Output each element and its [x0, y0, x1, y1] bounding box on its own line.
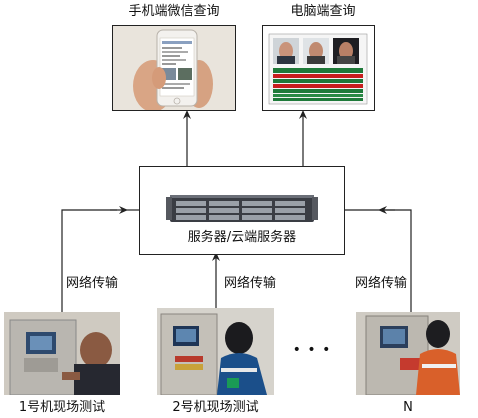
- phone-query-box: [112, 25, 236, 112]
- server-label: 服务器/云端服务器: [187, 230, 297, 245]
- pc-query-label: 电脑端查询: [290, 4, 356, 19]
- siteN-photo: [356, 312, 460, 395]
- left-transfer-label: 网络传输: [66, 276, 119, 291]
- pc-query-box: [262, 25, 375, 111]
- left-link-line: [61, 209, 117, 312]
- site2-photo: [157, 308, 274, 395]
- mid-transfer-label: 网络传输: [224, 276, 277, 291]
- pc-screen-image: [263, 26, 374, 110]
- more-sites-ellipsis: • • •: [292, 342, 332, 358]
- phone-image: [113, 26, 235, 112]
- server-box: 服务器/云端服务器: [139, 166, 345, 255]
- site1-label: 1号机现场测试: [18, 400, 106, 415]
- site1-photo: [4, 312, 120, 395]
- server-rack-image: [166, 195, 318, 222]
- site2-label: 2号机现场测试: [172, 400, 259, 415]
- right-transfer-label: 网络传输: [355, 276, 408, 291]
- right-link-line: [345, 209, 412, 312]
- phone-query-label: 手机端微信查询: [128, 4, 220, 19]
- siteN-label: N: [403, 400, 413, 415]
